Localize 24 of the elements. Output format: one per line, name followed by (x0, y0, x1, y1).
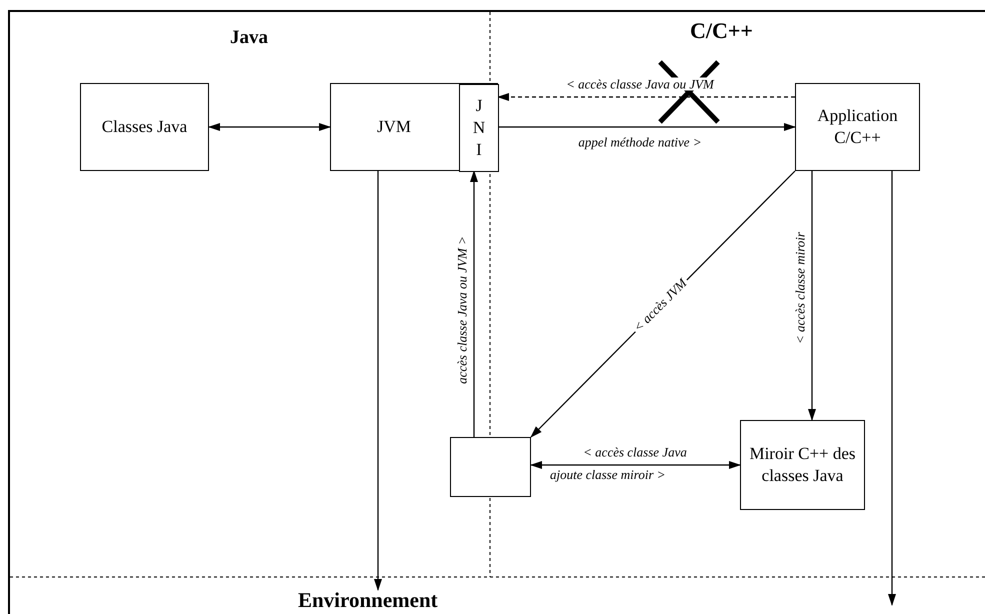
arrow (808, 171, 816, 421)
process-box (80, 83, 209, 171)
empty-box (450, 437, 531, 497)
arrow (208, 123, 331, 131)
interface-label: JNI (472, 94, 486, 162)
node-label: Classes Java (100, 116, 188, 138)
process-box (740, 420, 865, 510)
arrow (374, 171, 382, 591)
region-heading: Environnement (298, 590, 438, 611)
node-label: Miroir C++ des classes Java (748, 442, 857, 487)
arrow (497, 93, 795, 101)
arrow (470, 170, 478, 437)
arrow (530, 461, 741, 469)
node-label: Application C/C++ (816, 104, 899, 149)
region-heading: Java (230, 28, 268, 47)
arrow (888, 171, 896, 606)
region-heading: C/C++ (690, 20, 753, 42)
node-label: JVM (376, 116, 412, 138)
arrow (498, 123, 796, 131)
process-box (795, 83, 920, 171)
interface-strip (459, 84, 499, 172)
process-box (330, 83, 498, 171)
annotation-text: ajoute classe miroir > (550, 468, 666, 481)
edge-label: accès classe Java ou JVM > (456, 234, 468, 386)
